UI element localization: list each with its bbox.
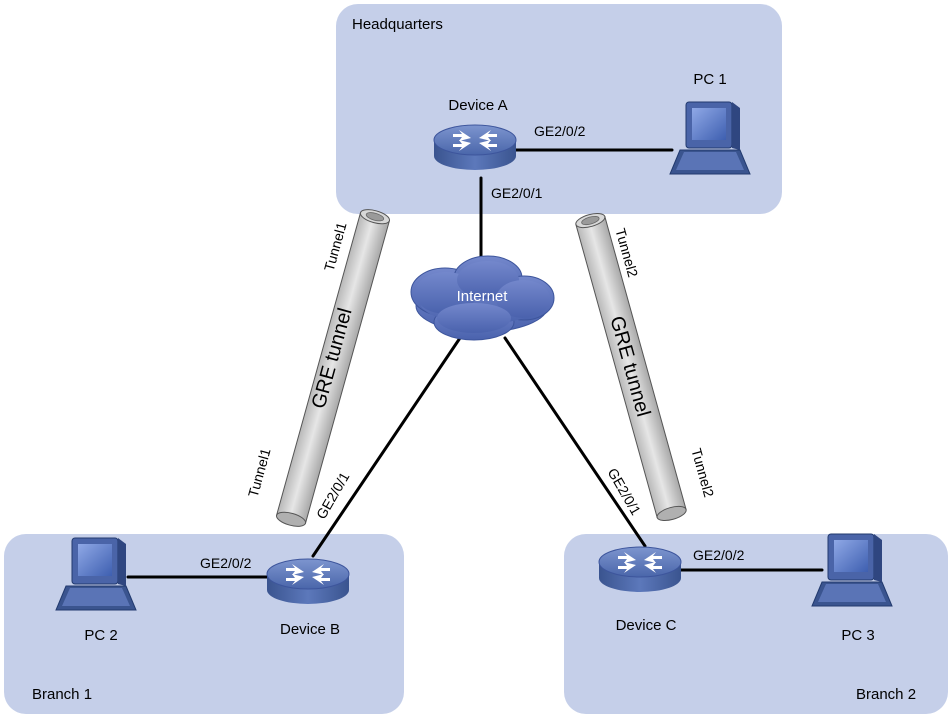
device-a-label: Device A — [448, 97, 507, 114]
internet-cloud-icon — [410, 255, 555, 341]
device-a-ge201-label: GE2/0/1 — [491, 185, 543, 201]
tunnel-left-bottom-label: Tunnel1 — [245, 446, 274, 499]
pc3-label: PC 3 — [841, 627, 874, 644]
device-a-router-icon — [433, 124, 517, 170]
zone-label-headquarters: Headquarters — [352, 16, 443, 33]
tunnel-right-bottom-label: Tunnel2 — [688, 446, 717, 499]
pc1-computer-icon — [669, 101, 751, 175]
device-b-router-icon — [266, 558, 350, 604]
pc2-label: PC 2 — [84, 627, 117, 644]
zone-label-branch2: Branch 2 — [856, 686, 916, 703]
pc3-computer-icon — [811, 533, 893, 607]
zone-label-branch1: Branch 1 — [32, 686, 92, 703]
pc2-computer-icon — [55, 537, 137, 611]
device-c-ge202-label: GE2/0/2 — [693, 547, 745, 563]
device-b-label: Device B — [280, 621, 340, 638]
device-c-label: Device C — [616, 617, 677, 634]
link-internet-deviceB — [311, 336, 462, 558]
pc1-label: PC 1 — [693, 71, 726, 88]
device-c-router-icon — [598, 546, 682, 592]
link-internet-deviceC — [503, 336, 647, 548]
device-b-ge202-label: GE2/0/2 — [200, 555, 252, 571]
gre-tunnel-left — [275, 209, 391, 527]
links — [126, 148, 824, 579]
tunnel-left-top-label: Tunnel1 — [321, 220, 350, 273]
device-a-ge202-label: GE2/0/2 — [534, 123, 586, 139]
gre-tunnel-right — [575, 212, 687, 522]
internet-label: Internet — [457, 288, 509, 305]
device-c-ge201-label: GE2/0/1 — [605, 465, 645, 518]
